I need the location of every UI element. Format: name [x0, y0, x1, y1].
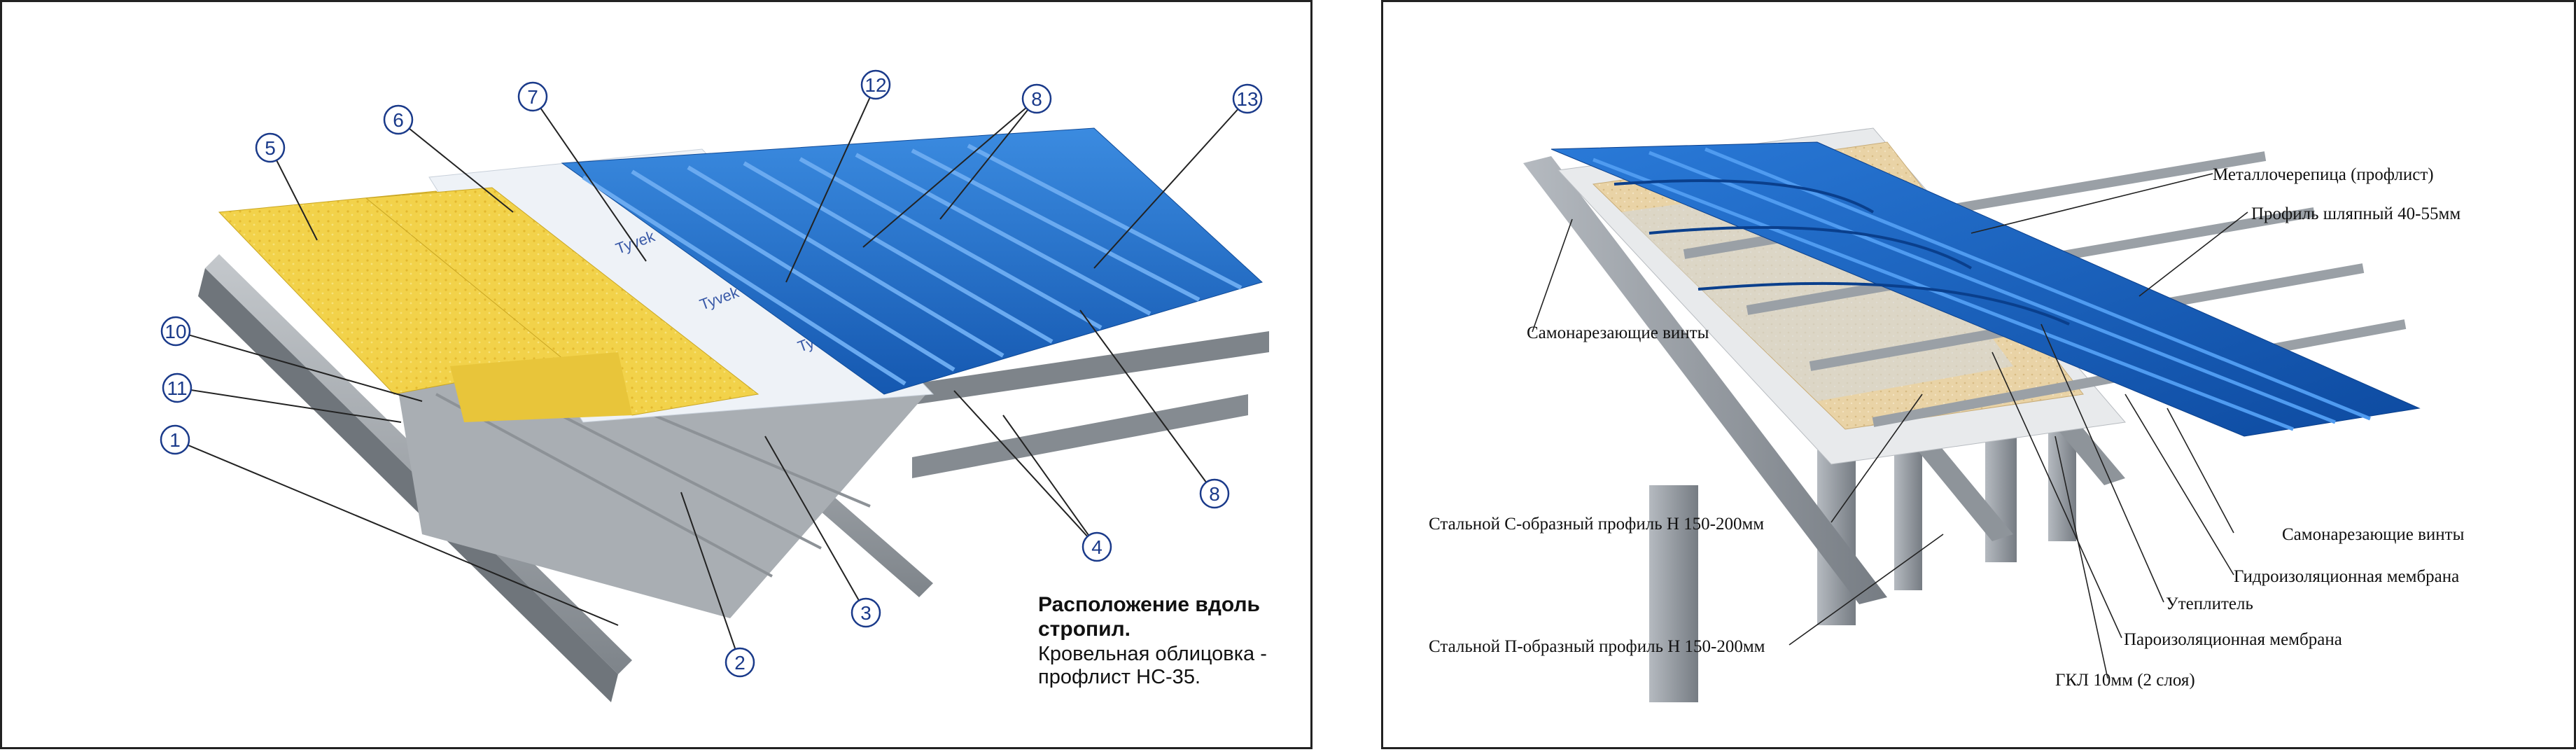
- left-diagram-panel: Tyvek Tyvek Tyvek: [0, 0, 1312, 749]
- caption-title-line1: Расположение вдоль: [1038, 593, 1260, 616]
- svg-text:7: 7: [527, 86, 538, 108]
- callout-13: 13: [1232, 83, 1263, 114]
- svg-text:13: 13: [1236, 88, 1258, 110]
- caption-body-line2: профлист НС-35.: [1038, 666, 1200, 688]
- svg-text:8: 8: [1209, 483, 1220, 505]
- svg-text:12: 12: [864, 74, 886, 96]
- left-caption: Расположение вдоль стропил. Кровельная о…: [1038, 593, 1267, 688]
- caption-body-line1: Кровельная облицовка -: [1038, 643, 1267, 665]
- callout-4: 4: [1082, 531, 1112, 562]
- svg-text:4: 4: [1091, 536, 1102, 558]
- metal-tile-roof: [1550, 141, 2421, 437]
- svg-text:5: 5: [265, 137, 276, 159]
- insulation-layers: [218, 187, 760, 422]
- label-waterproof-membrane: Гидроизоляционная мембрана: [2234, 567, 2459, 586]
- callout-10: 10: [160, 316, 191, 347]
- right-diagram-panel: Металлочерепица (профлист) Профиль шляпн…: [1381, 0, 2576, 749]
- svg-text:6: 6: [393, 109, 404, 131]
- label-self-tapping-right: Самонарезающие винты: [2282, 525, 2465, 544]
- callout-5: 5: [255, 132, 286, 163]
- svg-text:3: 3: [860, 602, 872, 624]
- metal-roof-sheet: [561, 127, 1263, 395]
- label-metal-tile: Металлочерепица (профлист): [2213, 165, 2434, 184]
- right-roof-illustration: Металлочерепица (профлист) Профиль шляпн…: [1429, 127, 2465, 702]
- callout-1: 1: [160, 424, 190, 455]
- callout-3: 3: [850, 597, 881, 628]
- svg-text:11: 11: [167, 377, 187, 399]
- label-p-profile: Стальной П-образный профиль Н 150-200мм: [1429, 637, 1765, 656]
- callout-11: 11: [162, 372, 192, 403]
- svg-text:8: 8: [1031, 88, 1042, 110]
- steel-posts: [1649, 422, 2076, 702]
- svg-text:10: 10: [164, 321, 186, 342]
- label-insulation: Утеплитель: [2166, 594, 2253, 613]
- callout-8-bottom: 8: [1199, 478, 1230, 509]
- callout-12: 12: [860, 69, 891, 100]
- leader-lines: [174, 84, 1248, 663]
- label-vapor-membrane: Пароизоляционная мембрана: [2124, 630, 2342, 649]
- svg-text:2: 2: [734, 652, 746, 674]
- right-labels: Металлочерепица (профлист) Профиль шляпн…: [1429, 165, 2465, 690]
- label-gkl: ГКЛ 10мм (2 слоя): [2055, 671, 2195, 690]
- right-leaders: [1532, 173, 2248, 679]
- callouts: 5 6 7 12 8 13 10 11 1 8 4 3 2: [160, 69, 1263, 678]
- callout-7: 7: [517, 81, 548, 112]
- label-c-profile: Стальной С-образный профиль Н 150-200мм: [1429, 515, 1764, 534]
- label-hat-profile: Профиль шляпный 40-55мм: [2251, 204, 2460, 223]
- callout-6: 6: [383, 104, 414, 135]
- caption-title-line2: стропил.: [1038, 618, 1130, 641]
- left-roof-illustration: Tyvek Tyvek Tyvek: [160, 69, 1269, 702]
- callout-2: 2: [724, 647, 755, 678]
- callout-8-top: 8: [1021, 83, 1052, 114]
- label-self-tapping-left: Самонарезающие винты: [1527, 323, 1709, 342]
- svg-text:1: 1: [169, 429, 181, 451]
